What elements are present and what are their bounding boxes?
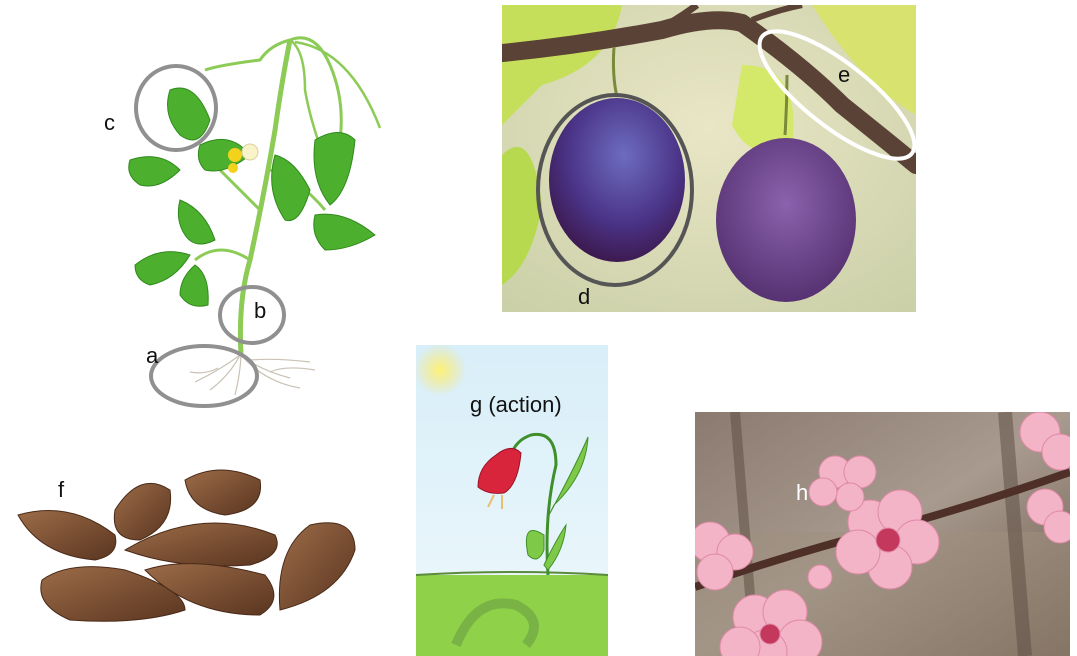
seed-icon bbox=[279, 523, 355, 610]
label-f: f bbox=[58, 477, 64, 503]
seed-icon bbox=[114, 483, 170, 540]
label-h: h bbox=[796, 480, 808, 506]
label-a: a bbox=[146, 343, 158, 369]
label-c: c bbox=[104, 110, 115, 136]
bud-icon bbox=[808, 565, 832, 589]
label-g: g (action) bbox=[470, 392, 562, 418]
plum-photo bbox=[502, 5, 916, 312]
seed-icon bbox=[18, 511, 116, 561]
circle-b-icon bbox=[220, 287, 284, 343]
peach-blossom-photo bbox=[695, 412, 1070, 656]
plum-left-icon bbox=[549, 98, 685, 262]
blossom-panel bbox=[695, 412, 1070, 656]
plum-right-icon bbox=[716, 138, 856, 302]
label-d: d bbox=[578, 284, 590, 310]
plant-illustration bbox=[100, 10, 400, 410]
label-b: b bbox=[254, 298, 266, 324]
plum-panel bbox=[502, 5, 916, 312]
plant-panel bbox=[100, 10, 400, 410]
circle-a-icon bbox=[151, 346, 257, 406]
seed-icon bbox=[185, 470, 261, 515]
label-e: e bbox=[838, 62, 850, 88]
